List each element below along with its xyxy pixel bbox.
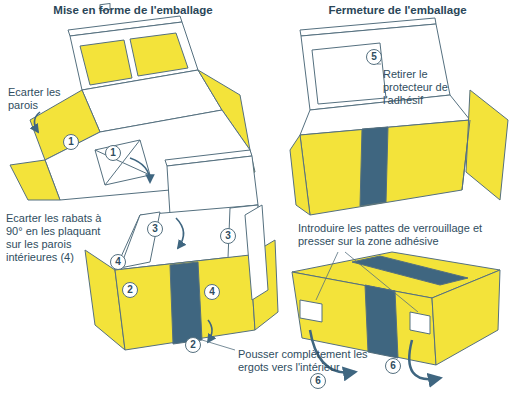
instruction-text: Retirer le protecteur de l'adhésif — [383, 68, 475, 107]
callout-number: 2 — [185, 337, 201, 353]
callout-number: 3 — [220, 228, 236, 244]
callout-number: 4 — [204, 284, 220, 300]
leader-lines — [202, 64, 418, 350]
box-open-lid — [290, 18, 508, 215]
instruction-text: Introduire les pattes de verrouillage et… — [298, 222, 513, 248]
callout-number: 4 — [110, 254, 126, 270]
instruction-text: Ecarter les parois — [8, 86, 74, 112]
instruction-text: Ecarter les rabats à 90° en les plaquant… — [6, 212, 110, 264]
callout-number: 1 — [63, 134, 79, 150]
box-forming — [85, 150, 278, 350]
callout-number: 5 — [366, 49, 382, 65]
callout-number: 6 — [310, 373, 326, 389]
section-heading: Mise en forme de l'emballage — [13, 4, 253, 16]
callout-number: 3 — [147, 221, 163, 237]
callout-number: 2 — [122, 282, 138, 298]
callout-number: 1 — [105, 145, 121, 161]
section-heading: Fermeture de l'emballage — [285, 4, 510, 16]
callout-number: 6 — [385, 358, 401, 374]
instruction-text: Pousser complètement les ergots vers l'i… — [238, 348, 388, 374]
